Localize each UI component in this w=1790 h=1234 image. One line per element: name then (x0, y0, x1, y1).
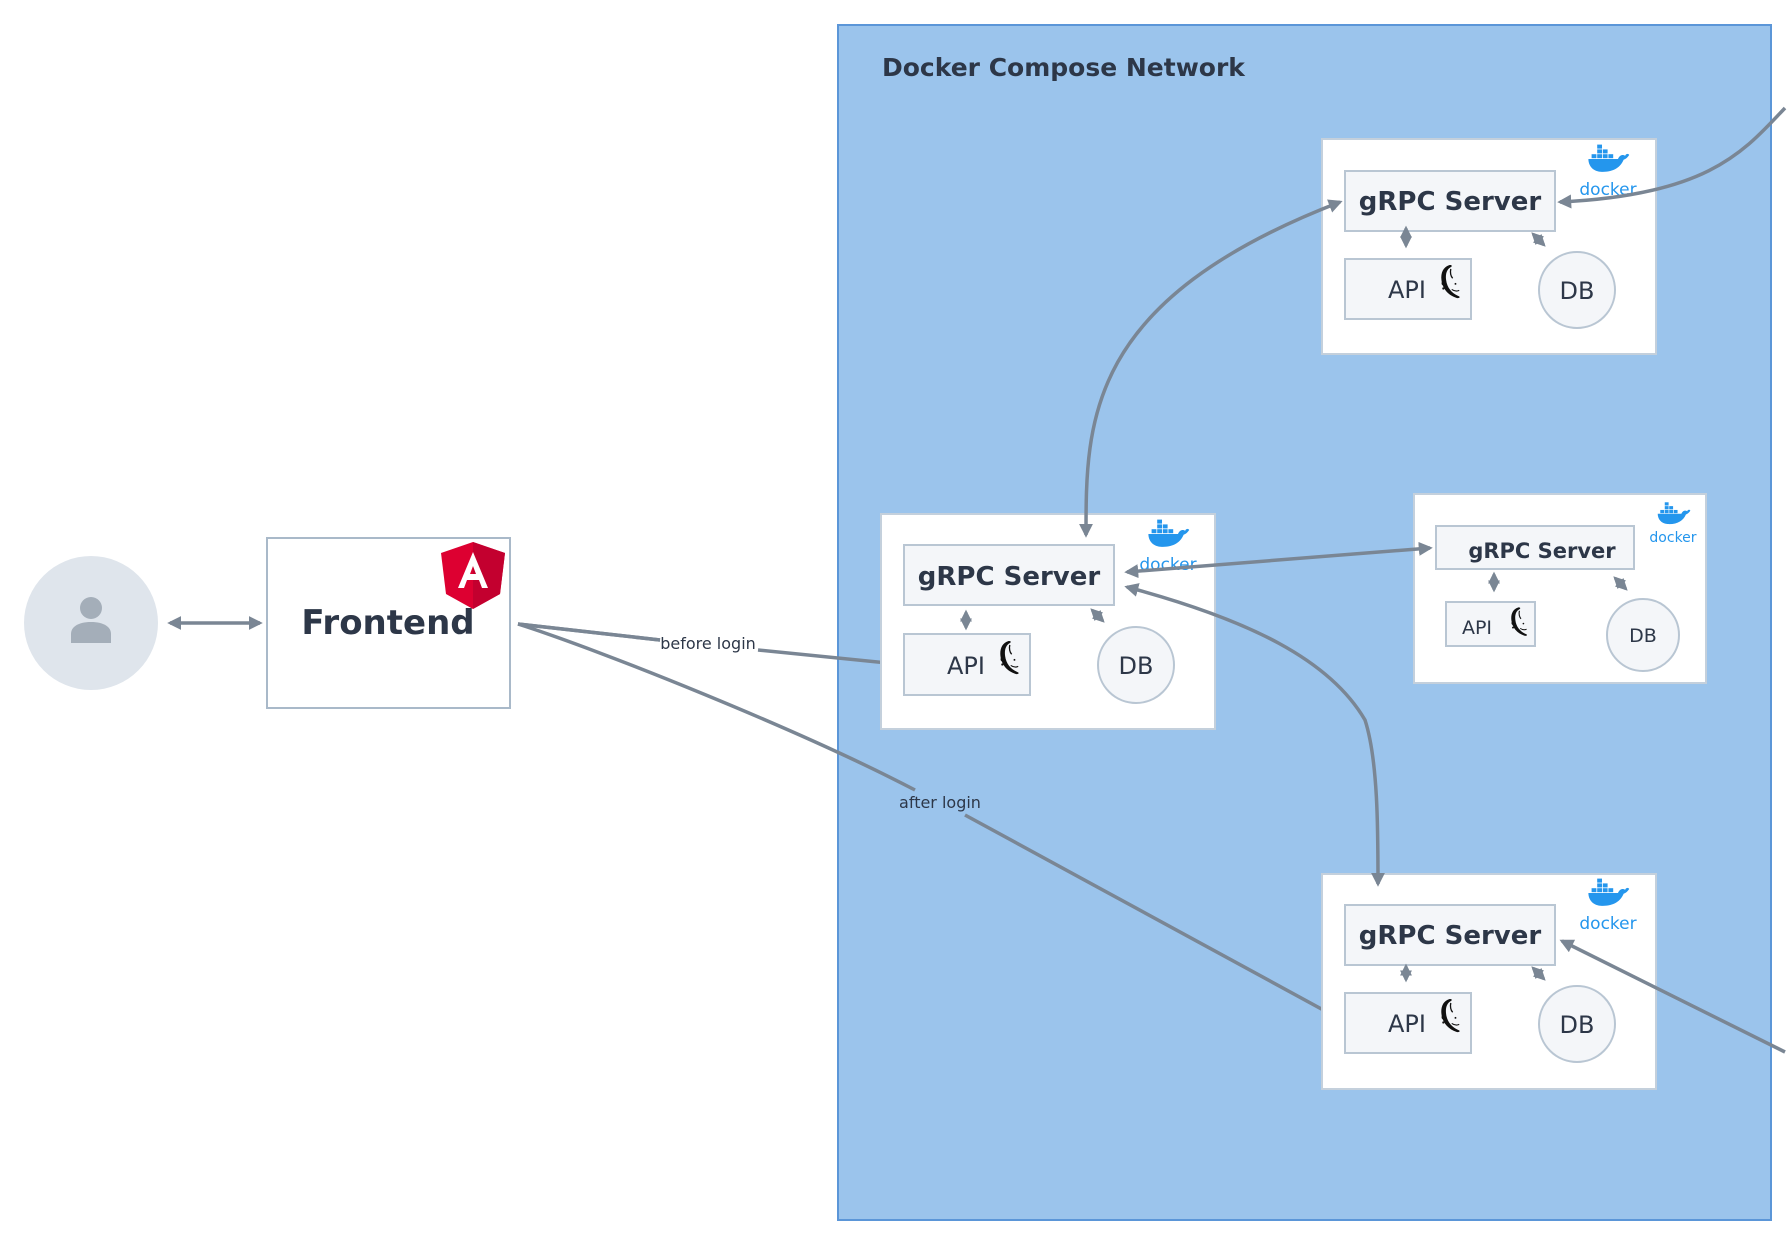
api-label: API (1388, 276, 1426, 304)
user-avatar[interactable] (24, 556, 158, 690)
api-label: API (947, 652, 985, 680)
db-label: DB (1629, 625, 1657, 647)
frontend-label: Frontend (301, 603, 474, 643)
db-label: DB (1560, 1011, 1595, 1039)
service-top[interactable]: docker gRPC Server API DB (1321, 138, 1657, 355)
network-title: Docker Compose Network (882, 53, 1246, 82)
db-label: DB (1119, 652, 1154, 680)
user-icon (71, 597, 111, 643)
db-label: DB (1560, 277, 1595, 305)
grpc-server-box[interactable] (1435, 525, 1635, 570)
server-db-edge (1613, 576, 1628, 591)
api-label: API (1388, 1010, 1426, 1038)
api-box[interactable] (1344, 258, 1472, 320)
before-login-label: before login (660, 634, 756, 653)
server-db-edge (1090, 608, 1105, 623)
server-db-edge (1531, 966, 1546, 981)
center-top-edge (1079, 199, 1343, 538)
grpc-server-label: gRPC Server (1468, 539, 1616, 563)
after-login-label: after login (899, 793, 981, 812)
external-top-edge (1557, 106, 1787, 209)
server-db-edge (1531, 232, 1546, 247)
service-center[interactable]: docker gRPC Server API DB (880, 513, 1216, 730)
api-box[interactable] (1344, 992, 1472, 1054)
grpc-server-label: gRPC Server (1359, 921, 1542, 951)
api-box[interactable] (1445, 601, 1536, 647)
db-node[interactable] (1538, 985, 1616, 1063)
db-node[interactable] (1606, 598, 1680, 672)
grpc-server-box[interactable] (903, 544, 1115, 606)
after-login-edge: after login (517, 622, 1341, 1020)
center-right-edge (1124, 541, 1433, 579)
external-bottom-edge (1559, 939, 1786, 1054)
service-bottom[interactable]: docker gRPC Server API DB (1321, 873, 1657, 1090)
service-right[interactable]: docker gRPC Server API DB (1413, 493, 1707, 684)
angular-logo-icon (441, 542, 505, 609)
grpc-server-label: gRPC Server (918, 562, 1101, 592)
api-label: API (1462, 617, 1492, 639)
grpc-server-label: gRPC Server (1359, 187, 1542, 217)
before-login-edge: before login (517, 622, 897, 664)
db-node[interactable] (1538, 251, 1616, 329)
docker-text: docker (1579, 914, 1636, 934)
api-box[interactable] (903, 633, 1031, 696)
center-bottom-edge (1124, 583, 1385, 887)
grpc-server-box[interactable] (1344, 170, 1556, 232)
grpc-server-box[interactable] (1344, 904, 1556, 966)
frontend-node[interactable]: Frontend (266, 537, 511, 709)
docker-text: docker (1649, 530, 1696, 546)
